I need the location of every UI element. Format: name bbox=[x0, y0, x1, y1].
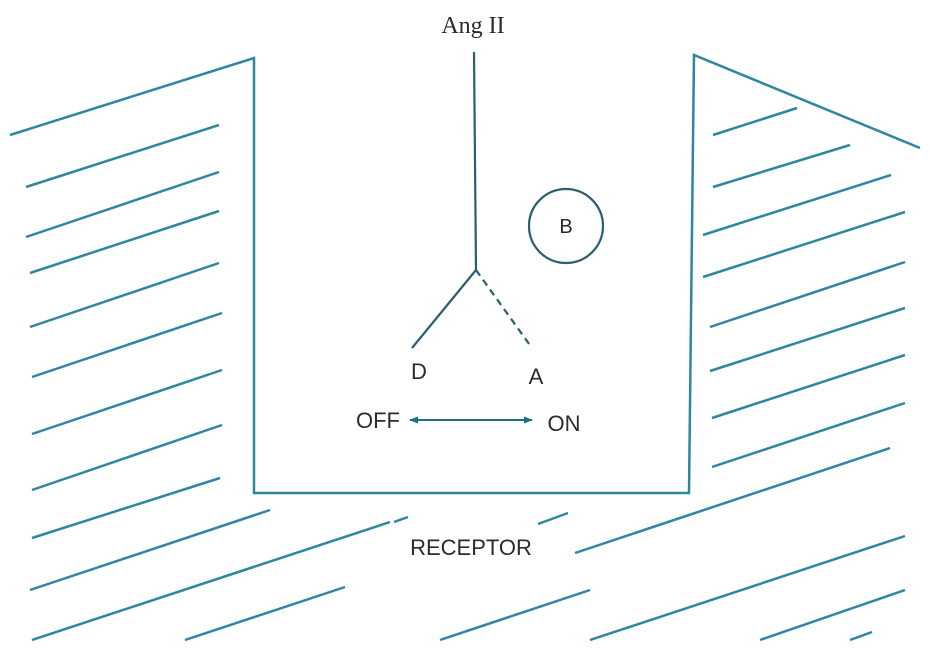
receptor-outline bbox=[9, 53, 921, 495]
binding-site-label: B bbox=[559, 216, 572, 238]
receptor-hatching-right bbox=[702, 106, 906, 469]
receptor-label: RECEPTOR bbox=[410, 535, 532, 560]
off-label: OFF bbox=[356, 408, 400, 433]
on-label: ON bbox=[548, 411, 581, 436]
receptor-hatching-bottom bbox=[29, 446, 906, 642]
active-state-label: A bbox=[529, 364, 544, 389]
inactive-state-label: D bbox=[411, 359, 427, 384]
binding-site-b-circle bbox=[527, 187, 605, 265]
ang-ii-label: Ang II bbox=[441, 13, 504, 39]
receptor-hatching-left bbox=[25, 123, 223, 540]
ang-ii-ligand bbox=[411, 51, 533, 349]
